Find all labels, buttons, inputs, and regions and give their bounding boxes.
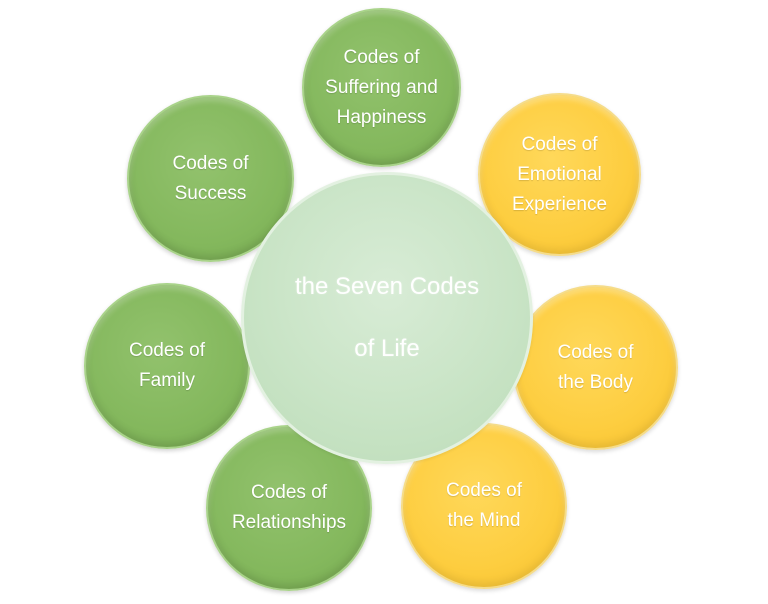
node-label: Codes of Success xyxy=(172,149,248,209)
node-label-line: Relationships xyxy=(231,512,347,533)
node-label-line: Suffering and xyxy=(325,76,438,98)
node-label-line: Success xyxy=(174,182,247,204)
node-label-line: Experience xyxy=(511,193,608,215)
node-label: Codes of the Body xyxy=(557,338,633,398)
node-label: Codes of the Mind xyxy=(446,476,522,536)
node-label-line: Codes of xyxy=(343,46,420,68)
node-label-line: Codes of xyxy=(521,133,598,155)
node-label-line: Emotional xyxy=(517,163,602,185)
node-label-line: Codes of xyxy=(172,152,249,174)
node-emotional-experience: Codes of Emotional Experience xyxy=(478,93,641,256)
node-label-line: Codes of xyxy=(445,480,523,501)
node-label-line: Happiness xyxy=(336,106,427,128)
node-label-line: Codes of xyxy=(250,482,328,503)
node-label-line: Family xyxy=(139,370,195,391)
node-the-body: Codes of the Body xyxy=(513,285,678,450)
node-success: Codes of Success xyxy=(127,95,294,262)
node-label-line: Codes of xyxy=(557,341,634,363)
center-circle: the Seven Codes of Life xyxy=(241,172,533,464)
node-suffering-and-happiness: Codes of Suffering and Happiness xyxy=(302,8,461,167)
node-relationships: Codes of Relationships xyxy=(206,425,372,591)
node-label: Codes of Suffering and Happiness xyxy=(325,43,438,133)
node-label: Codes of Relationships xyxy=(232,478,346,538)
center-label-line: the Seven Codes xyxy=(294,273,480,300)
node-label-line: Codes of xyxy=(128,340,206,361)
center-label-line: of Life xyxy=(354,335,420,362)
node-label-line: the Mind xyxy=(447,510,521,531)
center-label: the Seven Codes of Life xyxy=(295,256,479,380)
node-label: Codes of Emotional Experience xyxy=(512,130,607,220)
node-label: Codes of Family xyxy=(129,336,205,396)
node-label-line: the Body xyxy=(557,371,633,393)
node-family: Codes of Family xyxy=(84,283,250,449)
